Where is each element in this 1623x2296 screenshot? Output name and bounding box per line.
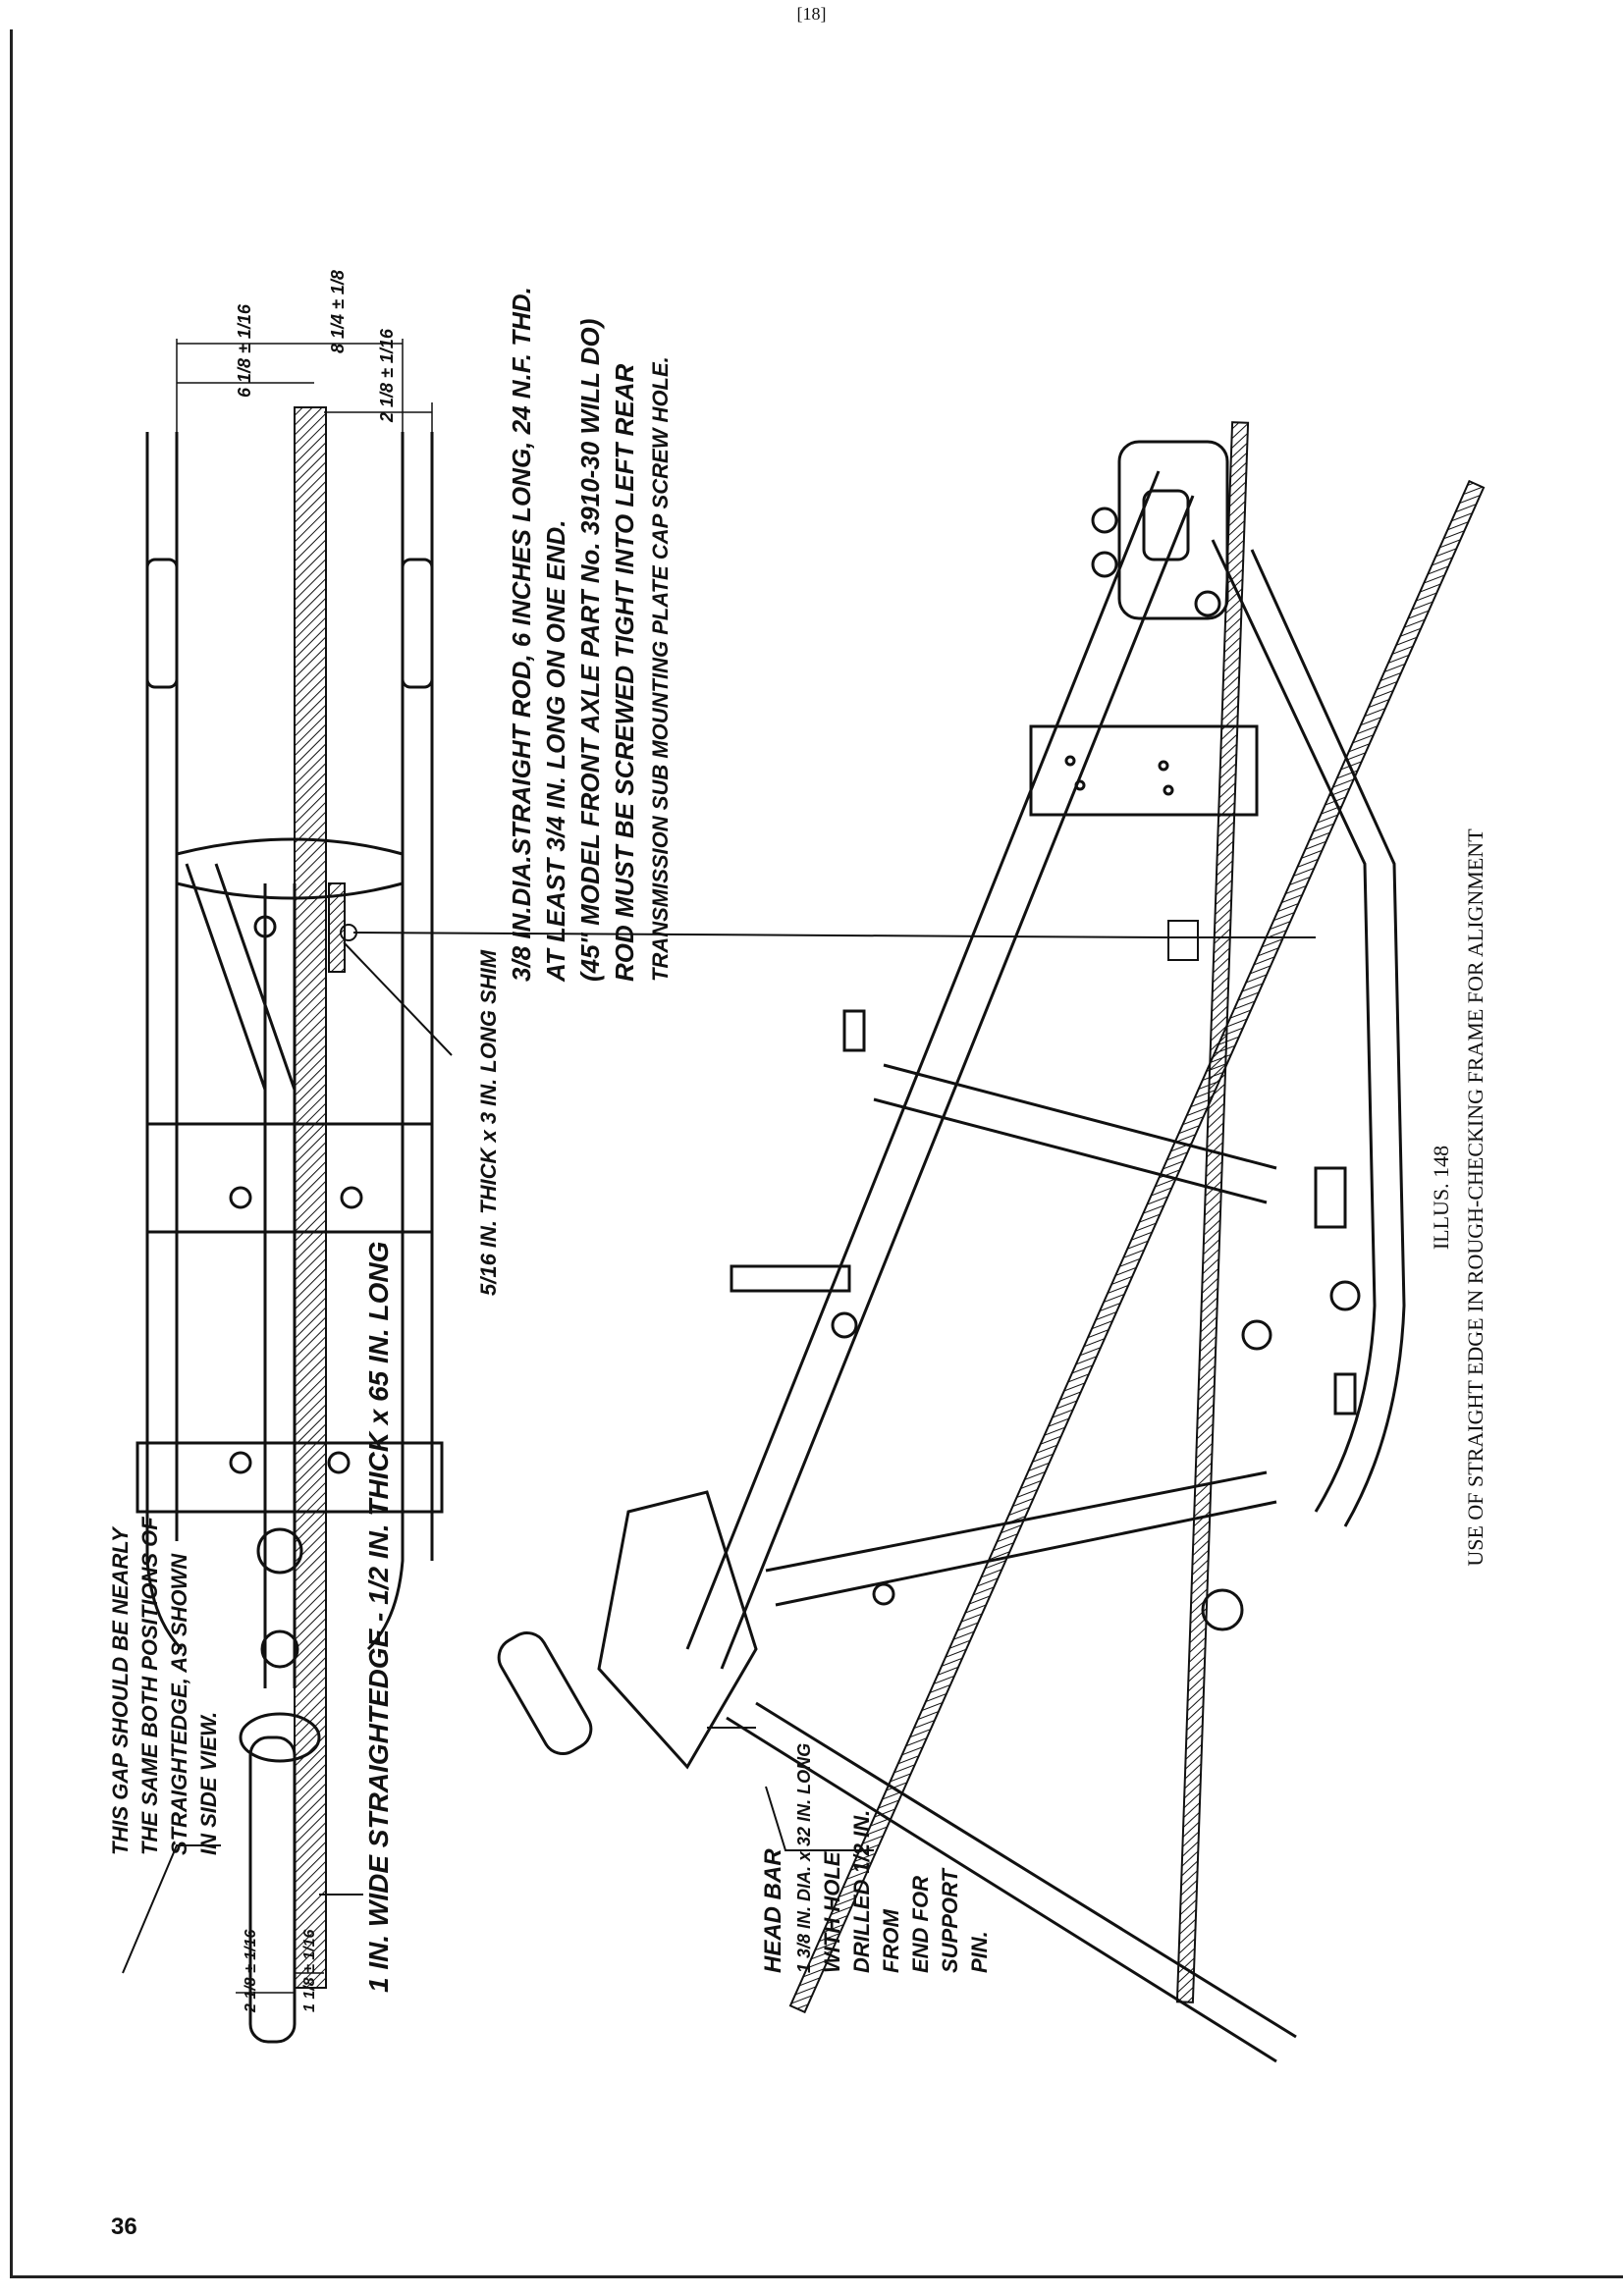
top-view-right-rail bbox=[366, 432, 405, 1651]
side-view-fork-tube-2 bbox=[755, 1701, 1297, 2039]
dimension-labels: 8 1/4 ± 1/8 6 1/8 ± 1/16 2 1/8 ± 1/16 2 … bbox=[235, 270, 397, 2013]
side-view-head-bar bbox=[497, 1631, 593, 1755]
head-bar-line-7: SUPPORT bbox=[938, 1867, 962, 1973]
gap-note-line-3: STRAIGHTEDGE, AS SHOWN bbox=[167, 1553, 191, 1855]
rod-note-line-3: (45" MODEL FRONT AXLE PART No. 3910-30 W… bbox=[575, 319, 605, 982]
left-margin-rule bbox=[10, 29, 13, 2277]
side-view-fork-tube bbox=[726, 1716, 1277, 2063]
rod-note-line-4: ROD MUST BE SCREWED TIGHT INTO LEFT REAR bbox=[610, 363, 639, 982]
caption-number: ILLUS. 148 bbox=[1429, 1146, 1453, 1250]
gap-note-line-4: IN SIDE VIEW. bbox=[196, 1712, 221, 1855]
side-view-rear-stay bbox=[1211, 539, 1377, 1513]
shim-label: 5/16 IN. THICK x 3 IN. LONG SHIM bbox=[476, 949, 501, 1296]
figure-caption: ILLUS. 148 USE OF STRAIGHT EDGE IN ROUGH… bbox=[1429, 828, 1488, 1567]
gap-callout: THIS GAP SHOULD BE NEARLY THE SAME BOTH … bbox=[108, 1517, 221, 1855]
top-view-cross-member-1 bbox=[145, 1122, 434, 1234]
head-bar-line-6: END FOR bbox=[908, 1876, 933, 1973]
side-view-head-lug bbox=[597, 1490, 758, 1770]
alignment-rod bbox=[122, 920, 1316, 1974]
side-view-top-tube bbox=[685, 470, 1161, 1650]
gap-note-line-2: THE SAME BOTH POSITIONS OF bbox=[137, 1517, 162, 1855]
rod-note-line-5: TRANSMISSION SUB MOUNTING PLATE CAP SCRE… bbox=[648, 356, 673, 982]
side-view-top-tube-2 bbox=[720, 495, 1195, 1670]
gap-note-line-1: THIS GAP SHOULD BE NEARLY bbox=[108, 1525, 133, 1855]
top-view-right-fork bbox=[401, 558, 434, 689]
head-bar-line-3: WITH HOLE bbox=[820, 1850, 844, 1973]
rod-note-line-1: 3/8 IN.DIA.STRAIGHT ROD, 6 INCHES LONG, … bbox=[507, 287, 536, 982]
head-bar-line-2: 1 3/8 IN. DIA. x 32 IN. LONG bbox=[794, 1743, 814, 1973]
top-view-brace bbox=[176, 837, 404, 856]
side-view-straightedge-diagonal bbox=[788, 479, 1486, 2014]
top-view-left-rail bbox=[145, 432, 184, 1651]
top-view-head-lug-2 bbox=[260, 1629, 299, 1669]
dim-top-right: 2 1/8 ± 1/16 bbox=[377, 328, 397, 423]
side-view-lower-rail-2 bbox=[775, 1500, 1277, 1607]
top-view-cross-member-2 bbox=[135, 1441, 444, 1514]
caption-title: USE OF STRAIGHT EDGE IN ROUGH-CHECKING F… bbox=[1463, 828, 1488, 1567]
side-view-rear-axle-plate bbox=[1117, 440, 1229, 620]
top-dimension-lines bbox=[176, 339, 433, 1994]
dim-bottom-b: 1 1/8 ± 1/16 bbox=[301, 1930, 318, 2013]
rod-note-callout: 3/8 IN.DIA.STRAIGHT ROD, 6 INCHES LONG, … bbox=[507, 287, 673, 983]
head-bar-line-1: HEAD BAR bbox=[760, 1848, 786, 1973]
top-view-straightedge bbox=[294, 406, 327, 1989]
side-view-rear-stay-2 bbox=[1250, 549, 1406, 1527]
top-view-brace-2 bbox=[176, 881, 404, 900]
top-view-left-fork bbox=[145, 558, 179, 689]
page-marker: [18] bbox=[796, 4, 827, 24]
side-view-seat-mast-2 bbox=[873, 1097, 1268, 1204]
head-bar-line-4: DRILLED 1/2 IN. bbox=[849, 1810, 874, 1973]
side-view-straightedge-horizontal bbox=[1175, 421, 1250, 2003]
rod-note-line-2: AT LEAST 3/4 IN. LONG ON ONE END. bbox=[541, 520, 570, 983]
dim-top-left: 6 1/8 ± 1/16 bbox=[235, 303, 254, 398]
dim-bottom-a: 2 1/8 ± 1/16 bbox=[243, 1930, 259, 2014]
head-bar-line-8: PIN. bbox=[967, 1931, 992, 1973]
straightedge-label: 1 IN. WIDE STRAIGHTEDGE - 1/2 IN. THICK … bbox=[363, 1242, 394, 1993]
head-bar-line-5: FROM bbox=[879, 1909, 903, 1973]
side-view-cross-plate bbox=[1029, 724, 1259, 817]
head-bar-callout: HEAD BAR 1 3/8 IN. DIA. x 32 IN. LONG WI… bbox=[760, 1743, 992, 1973]
dim-top-overall: 8 1/4 ± 1/8 bbox=[328, 270, 348, 353]
top-view-shim bbox=[328, 882, 346, 973]
bottom-margin-rule bbox=[10, 2275, 1623, 2278]
page-number: 36 bbox=[111, 2214, 137, 2240]
